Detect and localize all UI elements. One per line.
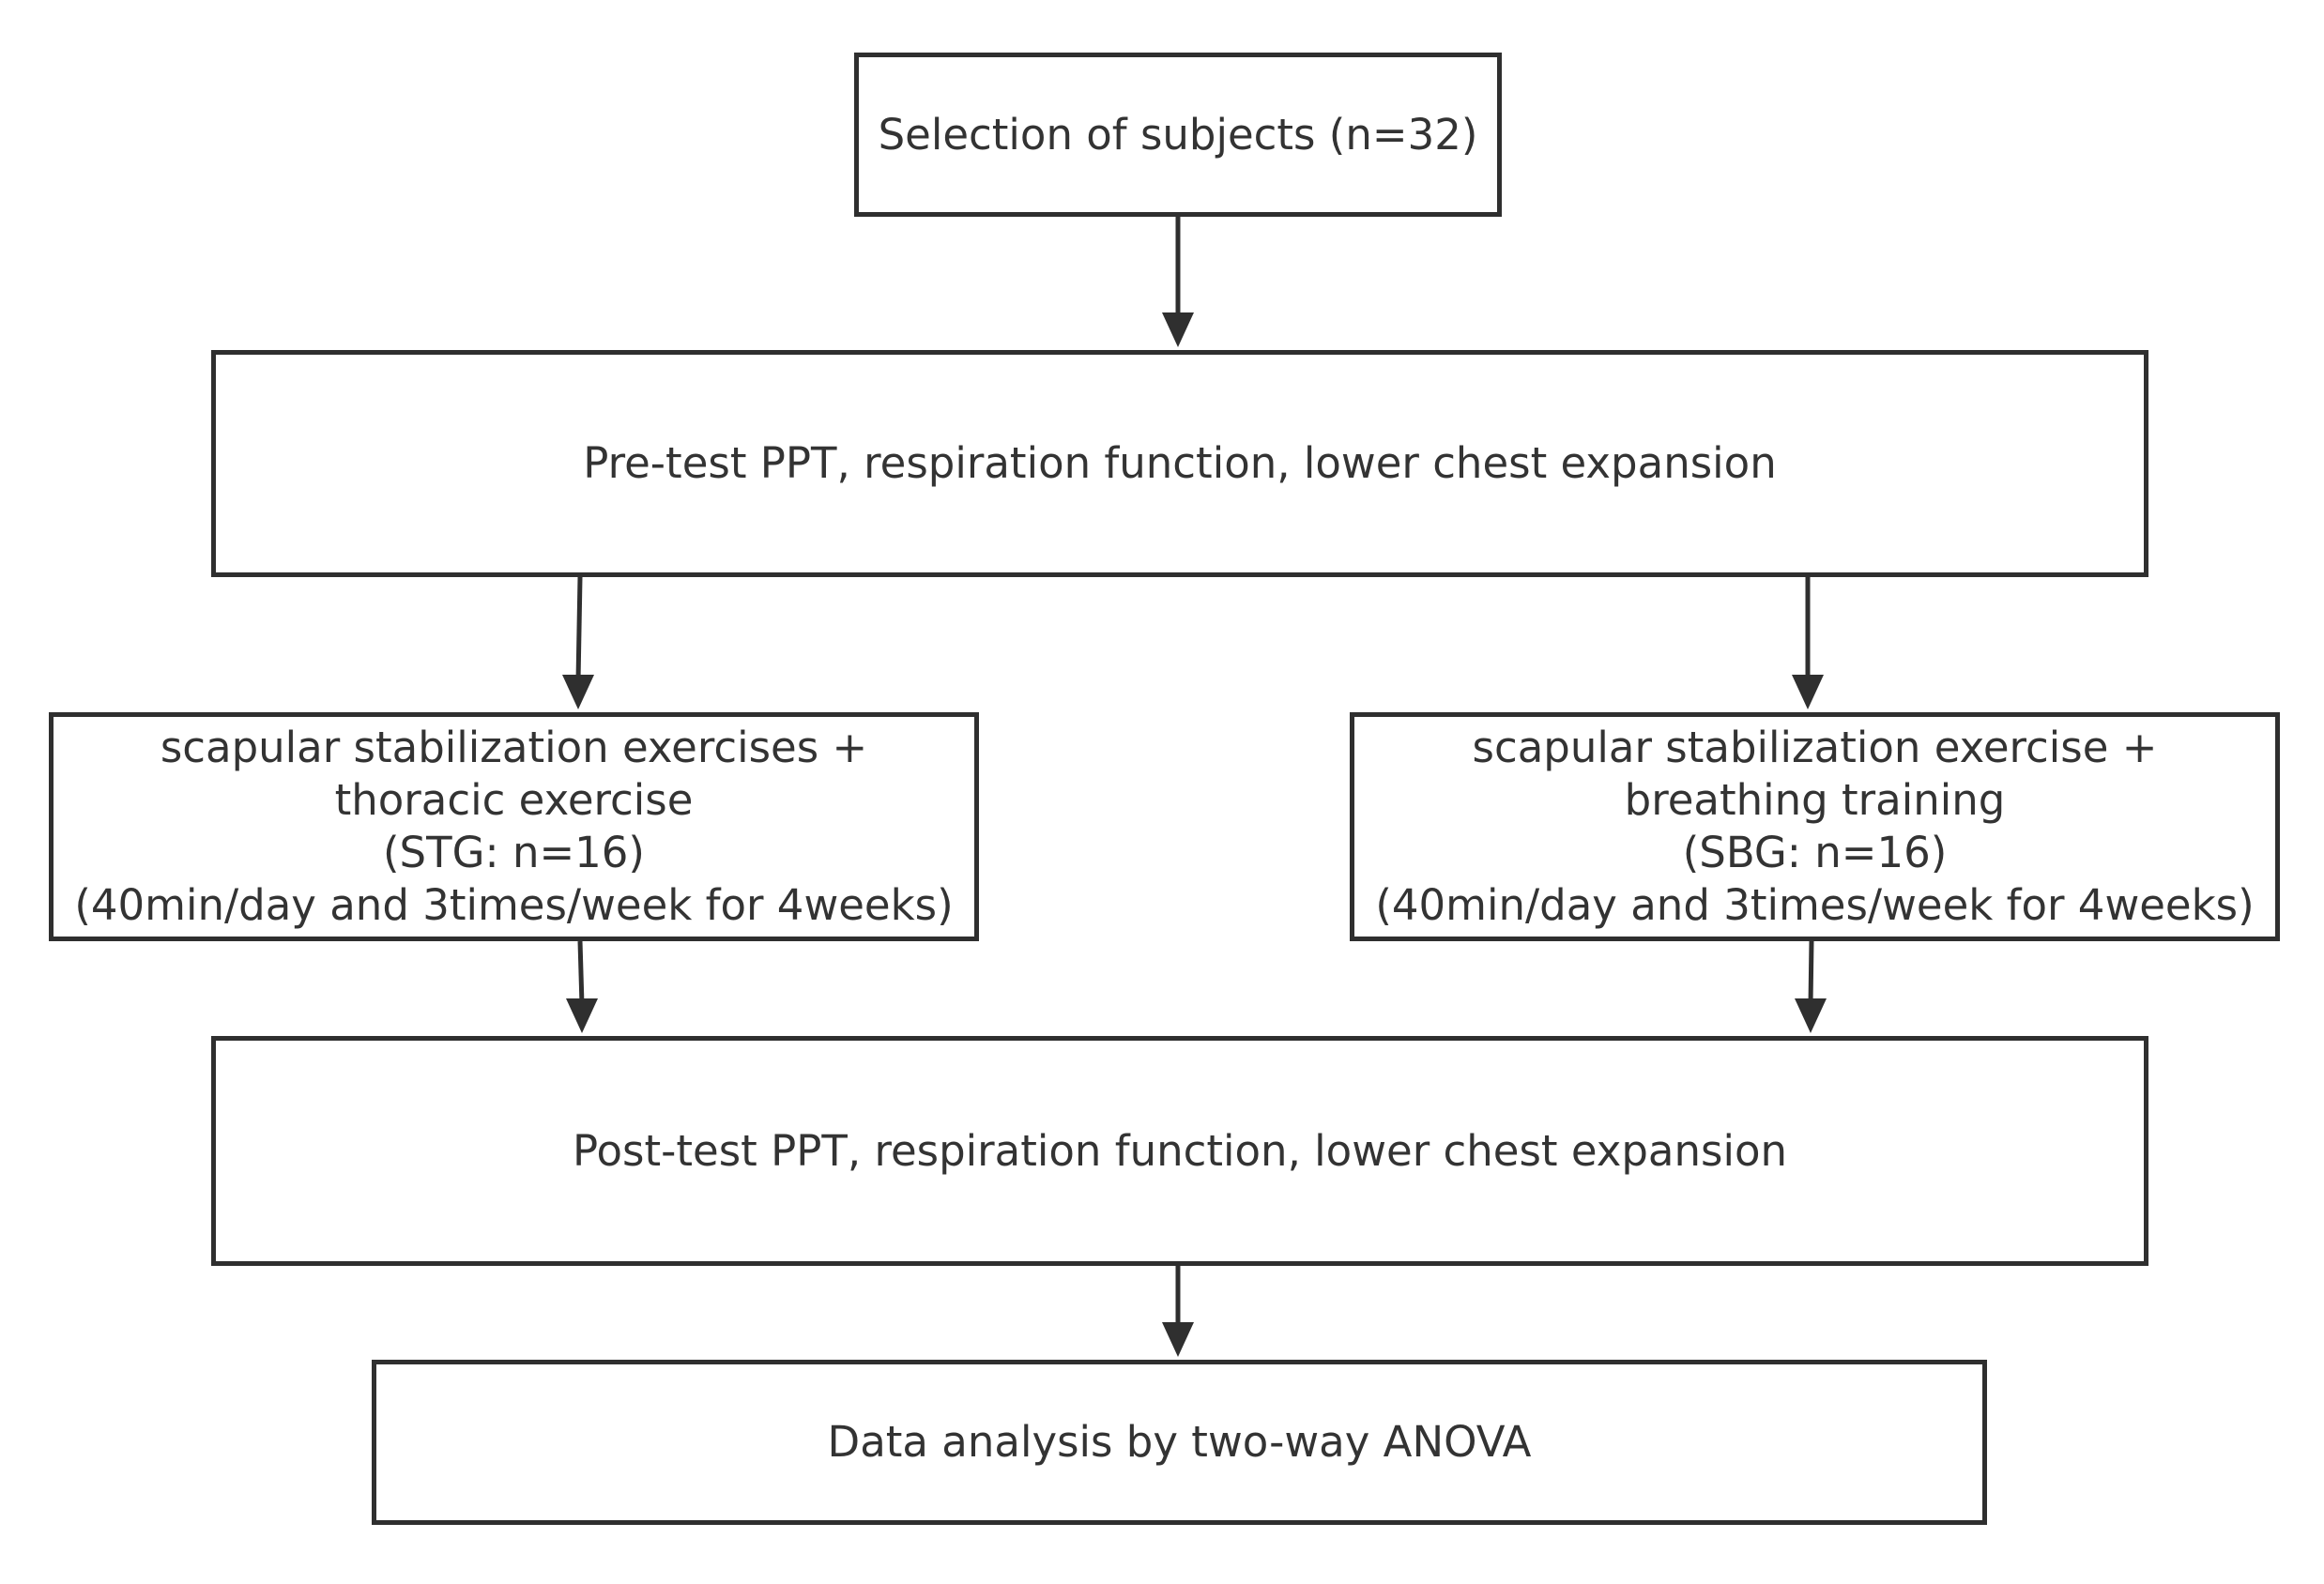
node-text-line: Selection of subjects (n=32) bbox=[878, 109, 1478, 160]
arrow-pretest-to-stg bbox=[575, 576, 583, 682]
node-text-line: Pre-test PPT, respiration function, lowe… bbox=[583, 438, 1777, 488]
arrow-sbg-to-posttest bbox=[1808, 940, 1814, 1006]
node-text-line: thoracic exercise bbox=[334, 775, 694, 825]
node-text-line: scapular stabilization exercises + bbox=[160, 723, 868, 772]
node-stg-group: scapular stabilization exercises + thora… bbox=[49, 712, 979, 941]
node-data-analysis: Data analysis by two-way ANOVA bbox=[372, 1360, 1987, 1525]
node-pre-test: Pre-test PPT, respiration function, lowe… bbox=[211, 350, 2148, 577]
node-text-line: scapular stabilization exercise + bbox=[1472, 723, 2158, 772]
node-text-line: (STG: n=16) bbox=[383, 828, 645, 877]
node-text-line: (40min/day and 3times/week for 4weeks) bbox=[74, 880, 954, 930]
node-text-line: breathing training bbox=[1624, 775, 2006, 825]
arrowhead bbox=[1795, 998, 1827, 1033]
node-text-line: Post-test PPT, respiration function, low… bbox=[572, 1125, 1788, 1176]
node-sbg-group: scapular stabilization exercise + breath… bbox=[1350, 712, 2280, 941]
arrowhead bbox=[562, 675, 594, 709]
arrowhead bbox=[1162, 1322, 1194, 1357]
node-text-line: (40min/day and 3times/week for 4weeks) bbox=[1375, 880, 2255, 930]
node-post-test: Post-test PPT, respiration function, low… bbox=[211, 1036, 2148, 1266]
node-text-line: Data analysis by two-way ANOVA bbox=[827, 1417, 1532, 1467]
arrow-stg-to-posttest bbox=[577, 940, 585, 1006]
arrowhead bbox=[1792, 675, 1824, 709]
node-text-line: (SBG: n=16) bbox=[1682, 828, 1948, 877]
arrowhead bbox=[1162, 312, 1194, 347]
arrowhead bbox=[566, 998, 598, 1033]
node-selection-of-subjects: Selection of subjects (n=32) bbox=[854, 53, 1502, 217]
